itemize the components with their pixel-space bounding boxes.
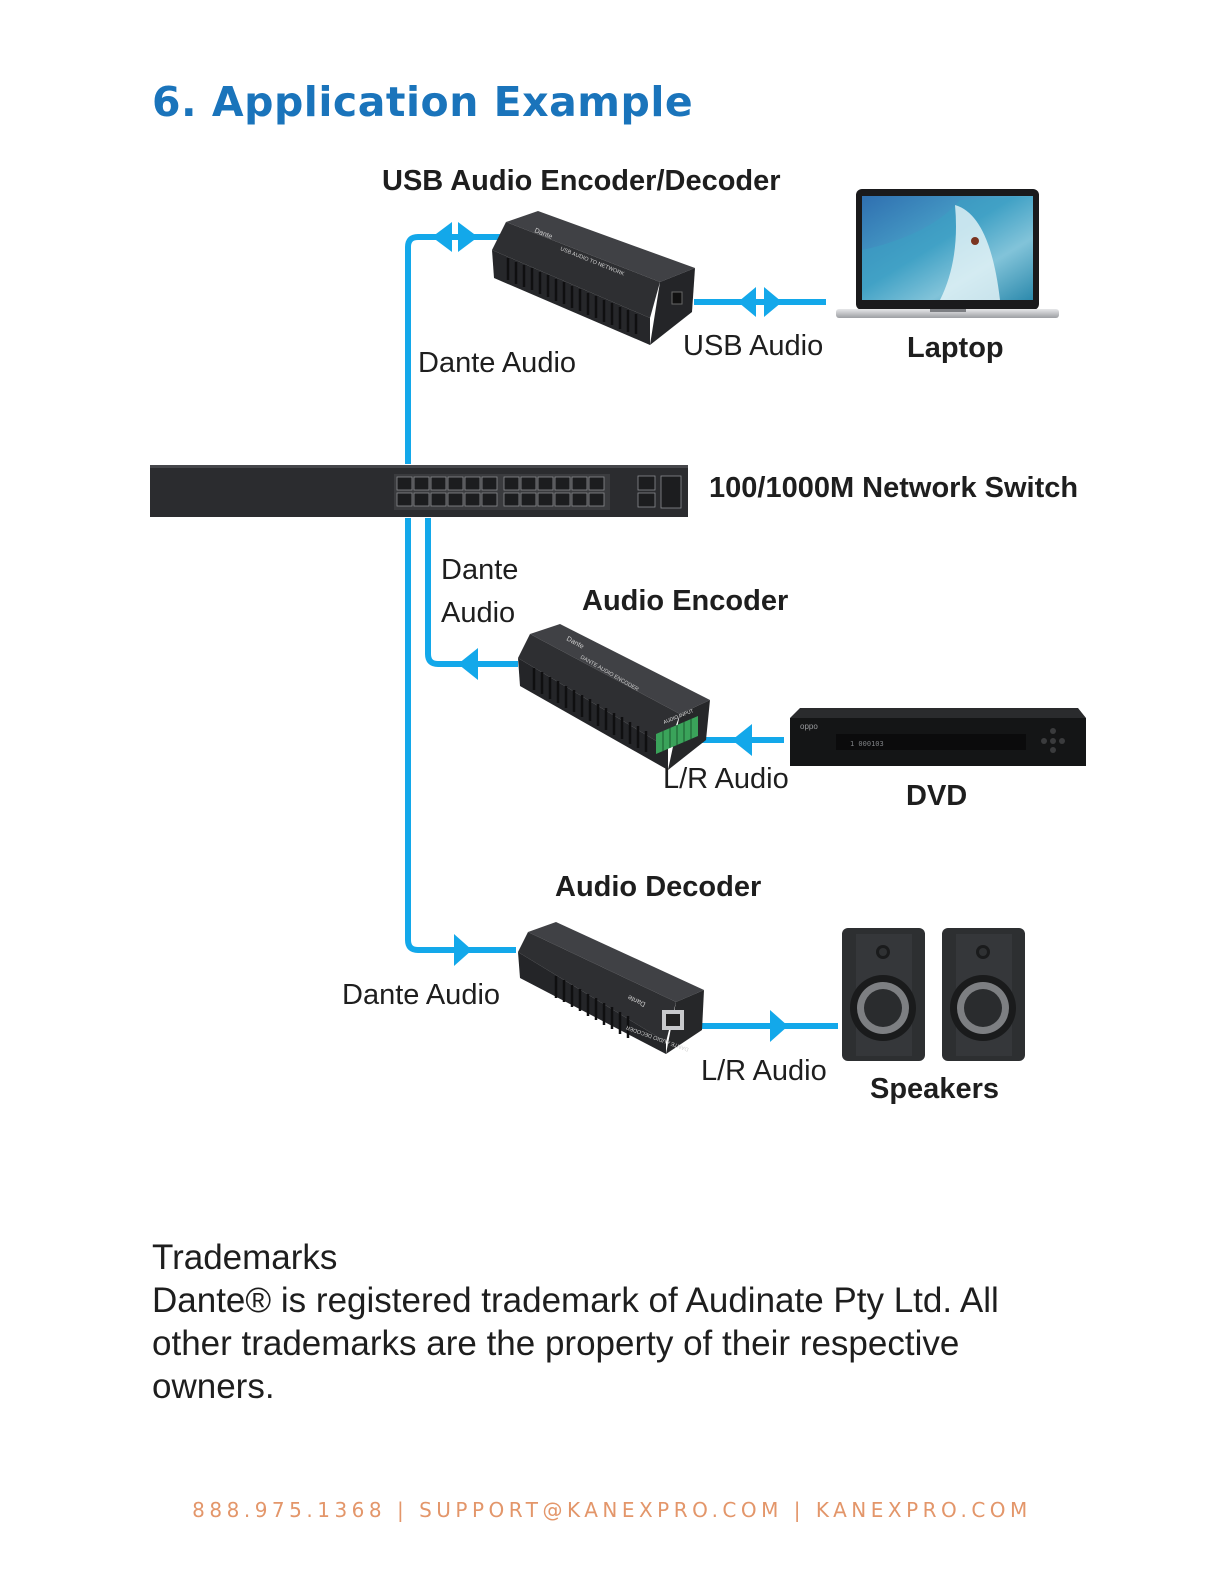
network-switch-device (150, 465, 688, 517)
arrow-right-icon (764, 287, 782, 317)
arrow-left-icon (732, 724, 752, 756)
arrow-right-icon (454, 934, 472, 966)
dvd-player-device (790, 708, 1086, 766)
footer-contact: 888.975.1368 | SUPPORT@KANEXPRO.COM | KA… (192, 1498, 1032, 1522)
trademarks-section: Trademarks Dante® is registered trademar… (152, 1236, 1072, 1408)
dvd-brand: oppo (800, 722, 818, 731)
connection-label-encoder-dante-1: Dante (441, 554, 519, 586)
audio-encoder-device (518, 624, 710, 770)
speakers-label: Speakers (870, 1073, 999, 1105)
connection-label-decoder-lr: L/R Audio (701, 1055, 827, 1087)
laptop-label: Laptop (907, 332, 1004, 364)
connection-label-encoder-dante-2: Audio (441, 597, 516, 629)
usb-audio-codec-device (492, 211, 695, 345)
connector-switch-to-decoder (405, 518, 516, 953)
encoder-label: Audio Encoder (582, 585, 789, 617)
arrow-left-icon (458, 648, 478, 680)
dvd-display: 1 000103 (850, 740, 884, 748)
connector-switch-to-encoder (425, 518, 518, 667)
page-title: 6. Application Example (152, 78, 694, 126)
arrow-left-icon (432, 222, 452, 252)
arrow-right-icon (770, 1010, 788, 1042)
trademarks-heading: Trademarks (152, 1238, 338, 1277)
decoder-label: Audio Decoder (555, 871, 762, 903)
switch-label: 100/1000M Network Switch (709, 472, 1079, 504)
audio-decoder-device (518, 922, 704, 1054)
connector-usb-codec-to-switch (405, 234, 506, 464)
speakers-device (842, 928, 1025, 1061)
speaker-left (842, 928, 925, 1061)
connection-label-usb-dante: Dante Audio (418, 347, 577, 379)
usb-codec-label: USB Audio Encoder/Decoder (382, 165, 781, 197)
connection-label-usb-audio: USB Audio (683, 330, 824, 362)
arrow-left-icon (738, 287, 756, 317)
speaker-right (942, 928, 1025, 1061)
connection-label-decoder-dante: Dante Audio (342, 979, 501, 1011)
trademarks-body: Dante® is registered trademark of Audina… (152, 1281, 999, 1406)
arrow-right-icon (458, 222, 478, 252)
connection-label-encoder-lr: L/R Audio (663, 763, 789, 795)
laptop-device (836, 189, 1059, 318)
dvd-label: DVD (906, 780, 968, 812)
